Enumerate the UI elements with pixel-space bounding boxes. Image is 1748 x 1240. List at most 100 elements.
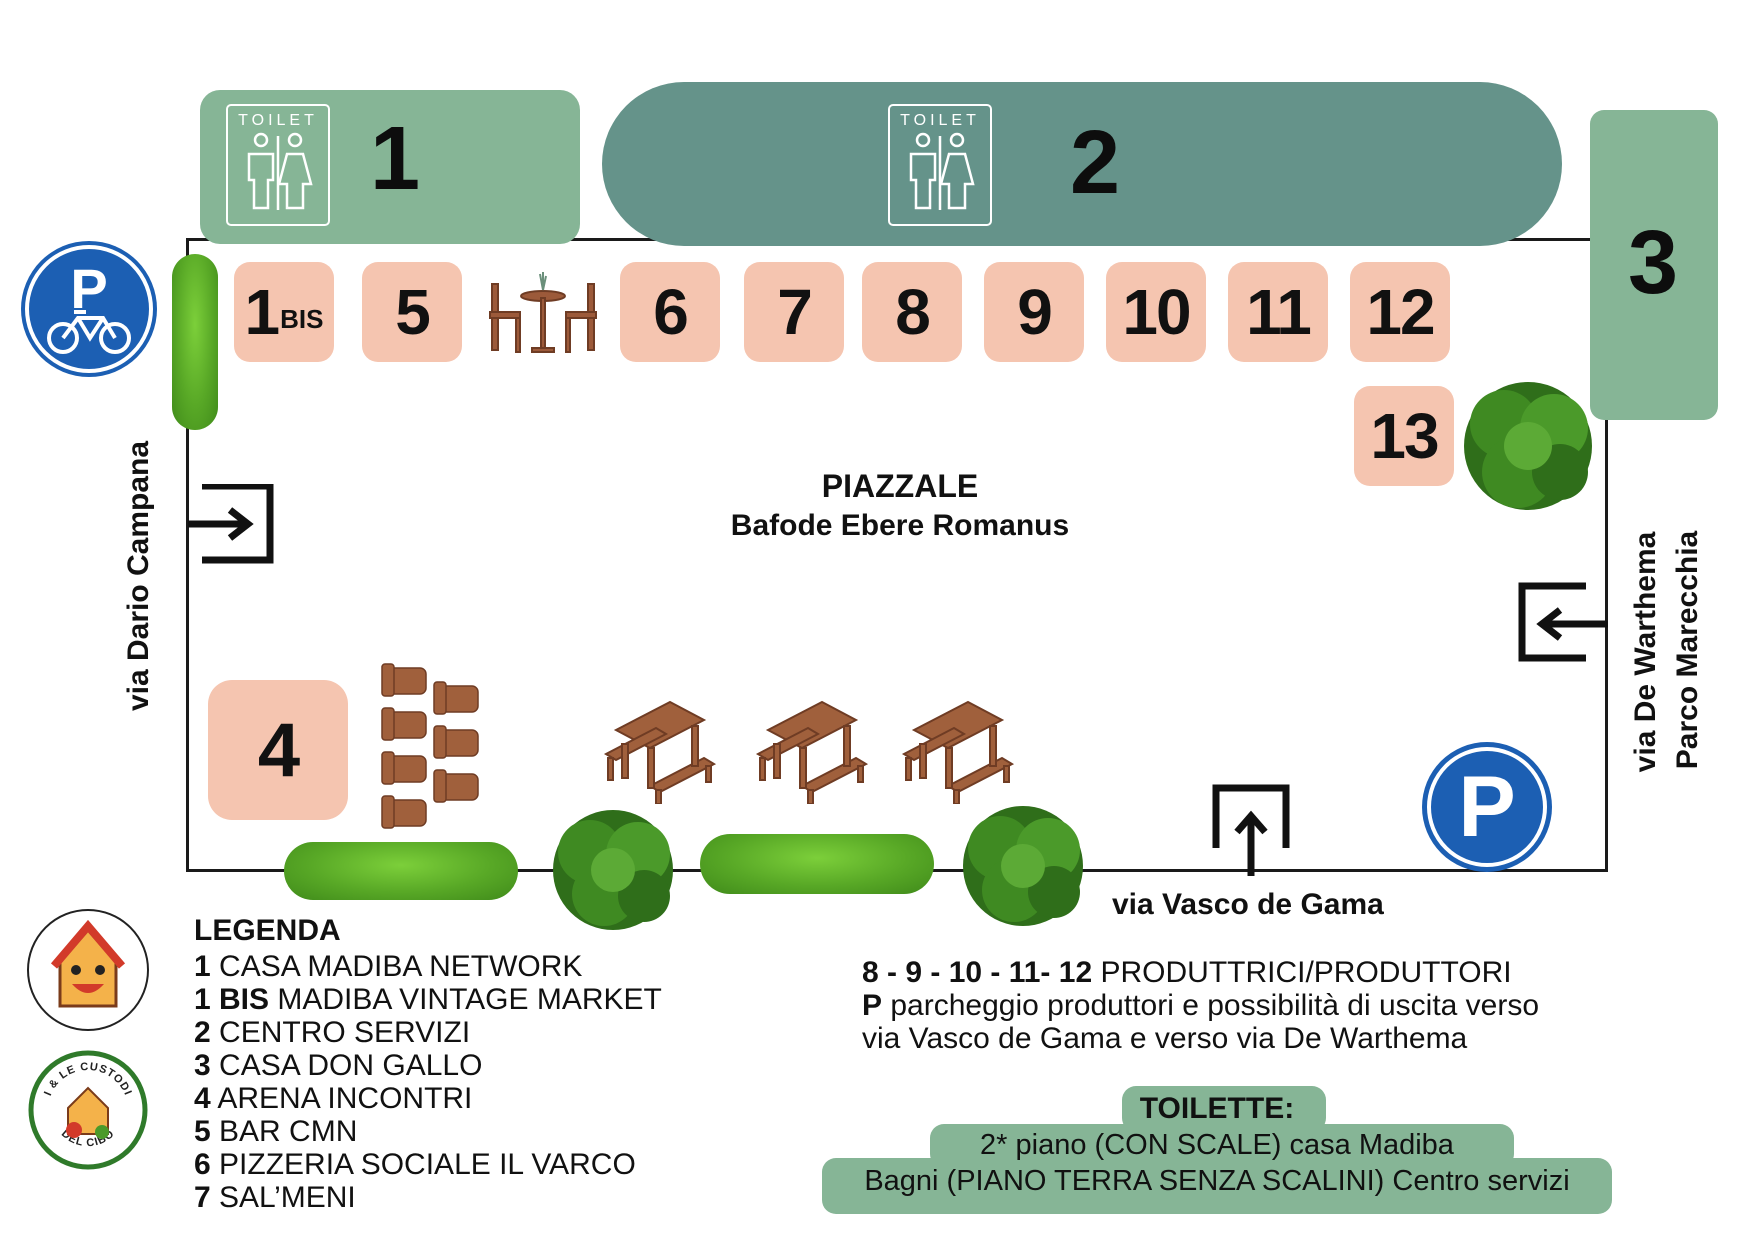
legend-item-key: 1 <box>194 950 211 983</box>
legend-parking-key: P <box>862 989 883 1022</box>
stall-8-number: 8 <box>895 276 931 348</box>
toilet-label: TOILET <box>238 112 318 129</box>
stall-1bis-suffix: BIS <box>280 303 324 334</box>
legend-right: 8 - 9 - 10 - 11- 12 PRODUTTRICI/PRODUTTO… <box>862 956 1539 1055</box>
bike-parking-icon: P <box>18 238 160 385</box>
legend-item: 1 CASA MADIBA NETWORK <box>194 950 662 983</box>
picnic-table-icon <box>600 700 720 809</box>
entrance-arrow-icon <box>1210 782 1292 881</box>
stall-7[interactable]: 7 <box>744 262 844 362</box>
legend-item-text: BAR CMN <box>210 1115 358 1148</box>
legend-producers-text: PRODUTTRICI/PRODUTTORI <box>1092 956 1512 989</box>
legend-item-text: CASA MADIBA NETWORK <box>210 950 583 983</box>
piazzale-name: Bafode Ebere Romanus <box>730 509 1070 542</box>
toilette-box: TOILETTE: 2* piano (CON SCALE) casa Madi… <box>822 1086 1612 1216</box>
piazzale-title: PIAZZALE <box>821 468 979 504</box>
stall-11[interactable]: 11 <box>1228 262 1328 362</box>
legend-parking-text-1: parcheggio produttori e possibilità di u… <box>882 989 1540 1022</box>
street-west: via Dario Campana <box>122 440 155 712</box>
legend-parking: P parcheggio produttori e possibilità di… <box>862 989 1539 1022</box>
stall-12[interactable]: 12 <box>1350 262 1450 362</box>
stall-9-number: 9 <box>1017 276 1053 348</box>
tree-icon <box>538 800 688 941</box>
legend-item-text: ARENA INCONTRI <box>210 1082 473 1115</box>
legend-item: 2 CENTRO SERVIZI <box>194 1016 662 1049</box>
stall-4-number: 4 <box>257 707 300 793</box>
legend-item: 6 PIZZERIA SOCIALE IL VARCO <box>194 1148 662 1181</box>
stall-10[interactable]: 10 <box>1106 262 1206 362</box>
toilet-sign-1: TOILET <box>226 104 330 226</box>
stall-5[interactable]: 5 <box>362 262 462 362</box>
legend-item-key: 3 <box>194 1049 211 1082</box>
toilette-title: TOILETTE: <box>1139 1092 1295 1125</box>
legend-item: 5 BAR CMN <box>194 1115 662 1148</box>
stall-8[interactable]: 8 <box>862 262 962 362</box>
stall-10-number: 10 <box>1122 276 1191 348</box>
legend-item-key: 7 <box>194 1181 211 1214</box>
toilet-label: TOILET <box>900 112 980 129</box>
legend-item-key: 4 <box>194 1082 211 1115</box>
tree-icon <box>948 794 1098 937</box>
hedge-south-1 <box>284 842 518 900</box>
building-1-number: 1 <box>370 109 421 209</box>
stall-11-number: 11 <box>1246 276 1312 348</box>
legend-title: LEGENDA <box>194 914 341 947</box>
parking-letter: P <box>1458 759 1515 855</box>
building-2[interactable]: TOILET 2 <box>602 82 1562 246</box>
building-2-number: 2 <box>1070 113 1121 213</box>
building-3[interactable]: 3 <box>1590 110 1718 420</box>
cafe-table-icon <box>486 270 600 361</box>
toilette-line-1: 2* piano (CON SCALE) casa Madiba <box>980 1129 1454 1161</box>
legend-item-key: 1 BIS <box>194 983 270 1016</box>
stall-5-number: 5 <box>395 276 431 348</box>
chair-group <box>380 660 490 835</box>
legend-item: 7 SAL’MENI <box>194 1181 662 1214</box>
stall-12-number: 12 <box>1366 276 1435 348</box>
hedge-west <box>172 254 218 430</box>
legend-item-text: PIZZERIA SOCIALE IL VARCO <box>210 1148 636 1181</box>
toilette-line-2: Bagni (PIANO TERRA SENZA SCALINI) Centro… <box>864 1165 1570 1197</box>
legend-item-key: 2 <box>194 1016 211 1049</box>
toilet-icon <box>909 132 975 210</box>
legend-producers-key: 8 - 9 - 10 - 11- 12 <box>862 956 1093 989</box>
legend-item-key: 5 <box>194 1115 211 1148</box>
stall-6[interactable]: 6 <box>620 262 720 362</box>
legend-item-text: CENTRO SERVIZI <box>210 1016 471 1049</box>
picnic-table-icon <box>752 700 872 809</box>
stall-1bis-number: 1 <box>244 276 281 348</box>
stall-4[interactable]: 4 <box>208 680 348 820</box>
tree-icon <box>1448 362 1608 533</box>
stall-6-number: 6 <box>653 276 689 348</box>
entrance-arrow-icon <box>1516 582 1608 667</box>
legend-producers: 8 - 9 - 10 - 11- 12 PRODUTTRICI/PRODUTTO… <box>862 956 1539 989</box>
stall-7-number: 7 <box>777 276 813 348</box>
piazzale-label: PIAZZALE Bafode Ebere Romanus <box>690 466 1110 546</box>
legend-item-text: CASA DON GALLO <box>210 1049 483 1082</box>
legend-item-text: SAL’MENI <box>210 1181 356 1214</box>
entrance-arrow-icon <box>186 482 276 569</box>
legend-item: 1 BIS MADIBA VINTAGE MARKET <box>194 983 662 1016</box>
parking-icon: P <box>1420 740 1554 879</box>
building-3-number: 3 <box>1628 213 1679 313</box>
street-south: via Vasco de Gama <box>1112 888 1384 921</box>
stall-13[interactable]: 13 <box>1354 386 1454 486</box>
legend-item-key: 6 <box>194 1148 211 1181</box>
bike-parking-letter: P <box>70 257 107 320</box>
casa-madiba-logo <box>26 908 150 1037</box>
custodi-del-cibo-logo: I & LE CUSTODI DEL CIBO <box>28 1050 148 1175</box>
stall-9[interactable]: 9 <box>984 262 1084 362</box>
legend-item-text: MADIBA VINTAGE MARKET <box>269 983 662 1016</box>
street-east-2: Parco Marecchia <box>1671 530 1704 770</box>
toilet-sign-2: TOILET <box>888 104 992 226</box>
toilet-icon <box>247 132 313 210</box>
stall-13-number: 13 <box>1370 400 1439 472</box>
building-1[interactable]: TOILET 1 <box>200 90 580 244</box>
legend-item: 3 CASA DON GALLO <box>194 1049 662 1082</box>
legend-parking-cont: via Vasco de Gama e verso via De Warthem… <box>862 1022 1468 1055</box>
legend-item: 4 ARENA INCONTRI <box>194 1082 662 1115</box>
hedge-south-2 <box>700 834 934 894</box>
street-east-1: via De Warthema <box>1629 531 1662 773</box>
